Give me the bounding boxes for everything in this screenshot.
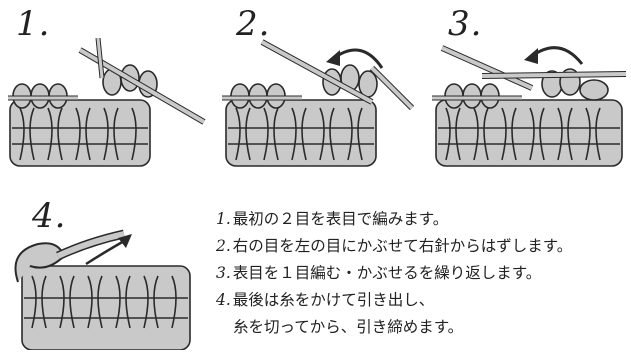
instruction-number: 1. [216,210,231,228]
step-number-3: 3. [448,4,483,44]
step-number-4: 4. [32,196,67,236]
instruction-4: 4.最後は糸をかけて引き出し、 [216,287,626,314]
instruction-text: 最初の２目を表目で編みます。 [232,210,449,228]
step-number-1: 1. [16,4,51,44]
instruction-4-continuation: 糸を切ってから、引き締めます。 [233,318,464,336]
instruction-number: 4. [216,291,231,309]
knitted-fabric [9,99,151,167]
arrow-curved-icon [333,48,384,69]
step-4-illustration [14,229,191,350]
instruction-text: 右の目を左の目にかぶせて右針からはずします。 [232,237,573,255]
step-number-2: 2. [236,4,271,44]
instruction-number: 2. [216,237,231,255]
instruction-text: 最後は糸をかけて引き出し、 [232,291,435,309]
yarn-tail [14,242,66,283]
instruction-text: 表目を１目編む・かぶせるを繰り返します。 [232,264,542,282]
step-3-illustration [432,45,627,167]
step-2-illustration [222,39,415,167]
instruction-number: 3. [216,264,231,282]
instruction-2: 2.右の目を左の目にかぶせて右針からはずします。 [216,233,626,260]
step-1-illustration [8,38,206,167]
instruction-1: 1.最初の２目を表目で編みます。 [216,206,626,233]
instructions-list: 1.最初の２目を表目で編みます。 2.右の目を左の目にかぶせて右針からはずします… [216,206,626,341]
instruction-3: 3.表目を１目編む・かぶせるを繰り返します。 [216,260,626,287]
arrow-curved-icon [531,46,584,65]
